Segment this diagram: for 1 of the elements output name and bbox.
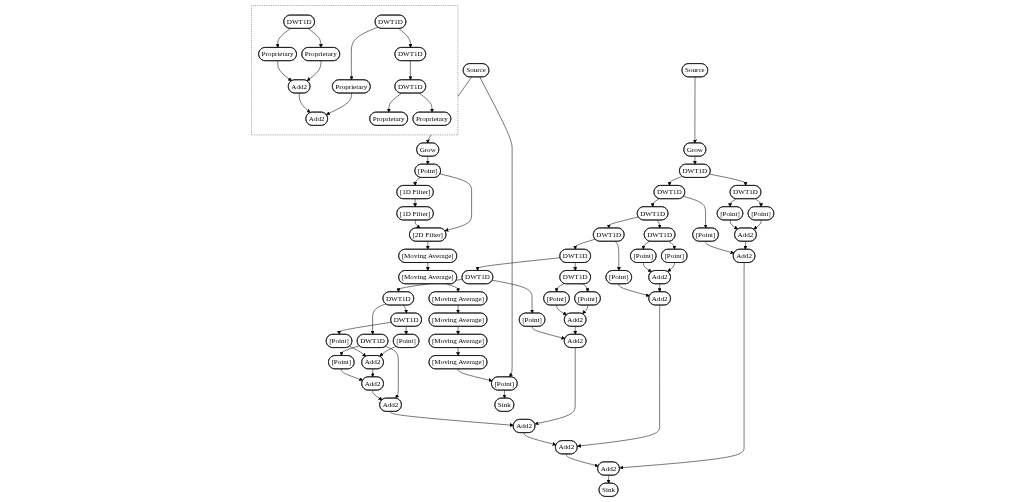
cluster: [251, 5, 458, 136]
